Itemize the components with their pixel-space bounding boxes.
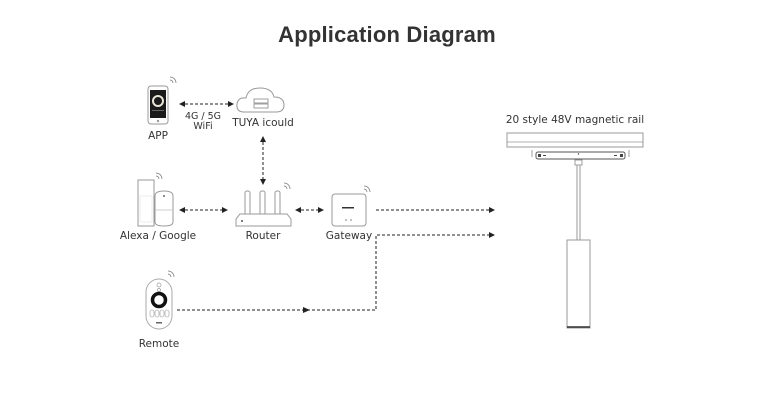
cloud-server-icon	[236, 87, 285, 113]
smartphone-icon	[147, 76, 177, 125]
rail-label: 20 style 48V magnetic rail	[505, 114, 645, 126]
wireless-signal-icon	[283, 182, 291, 190]
router-icon	[235, 182, 292, 227]
gateway-icon	[331, 185, 371, 227]
wireless-signal-icon	[155, 172, 163, 180]
link-label-line1: 4G / 5G	[184, 111, 222, 122]
wireless-signal-icon	[363, 185, 371, 193]
magnetic-rail	[506, 132, 644, 148]
pendant-light-icon	[506, 132, 644, 329]
gateway-label: Gateway	[325, 230, 373, 242]
remote-control-icon	[145, 270, 175, 330]
router-label: Router	[245, 230, 281, 242]
cloud-label: TUYA icould	[232, 117, 294, 129]
alexa-label: Alexa / Google	[119, 230, 197, 242]
app-label: APP	[148, 130, 168, 142]
page-title: Application Diagram	[278, 22, 496, 47]
link-remote-lamp	[177, 232, 495, 311]
wireless-signal-icon	[169, 76, 177, 84]
wireless-signal-icon	[167, 270, 175, 278]
link-label-line2: WiFi	[193, 121, 213, 132]
arrowhead	[303, 307, 310, 313]
remote-label: Remote	[138, 338, 180, 350]
smart-speaker-icon	[137, 172, 174, 227]
